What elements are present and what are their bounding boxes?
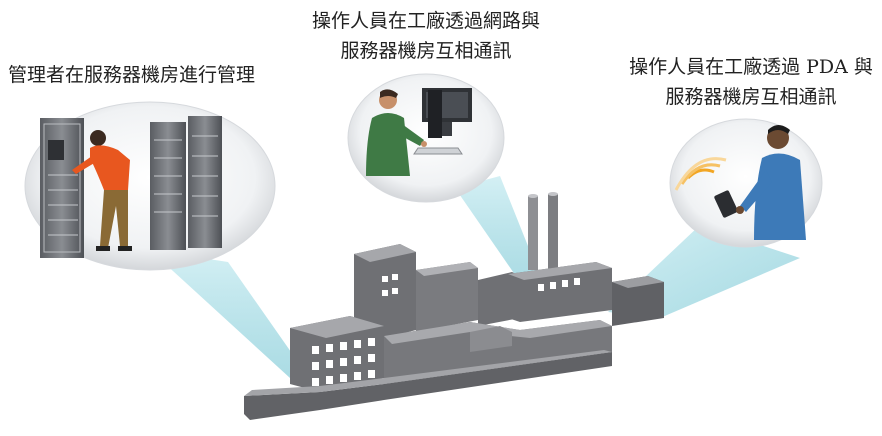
caption-line: 管理者在服務器機房進行管理 — [8, 64, 256, 86]
bubble-pda-operator — [669, 118, 823, 248]
caption-line: 服務器機房互相通訊 — [665, 86, 837, 108]
caption-pc-operator: 操作人員在工廠透過網路與 服務器機房互相通訊 — [296, 6, 556, 66]
beam-left — [150, 250, 305, 378]
bubble-server-room — [24, 101, 276, 271]
beam-center — [455, 176, 540, 282]
server-rack-icon — [150, 116, 222, 250]
pda-operator-person-icon — [714, 125, 806, 240]
operator-person-icon — [366, 89, 427, 176]
caption-line: 操作人員在工廠透過網路與 — [311, 10, 540, 32]
chimney-icon — [528, 192, 558, 270]
caption-pda-operator: 操作人員在工廠透過 PDA 與 服務器機房互相通訊 — [620, 52, 882, 112]
administrator-person-icon — [72, 130, 132, 251]
caption-line: 操作人員在工廠透過 PDA 與 — [629, 56, 873, 78]
computer-workstation-icon — [413, 88, 472, 155]
caption-line: 服務器機房互相通訊 — [340, 40, 512, 62]
server-rack-icon — [40, 118, 84, 258]
factory-building — [244, 192, 664, 420]
wireless-signal-icon — [674, 157, 727, 191]
bubble-pc-operator — [347, 73, 505, 203]
caption-server-room: 管理者在服務器機房進行管理 — [8, 60, 255, 90]
